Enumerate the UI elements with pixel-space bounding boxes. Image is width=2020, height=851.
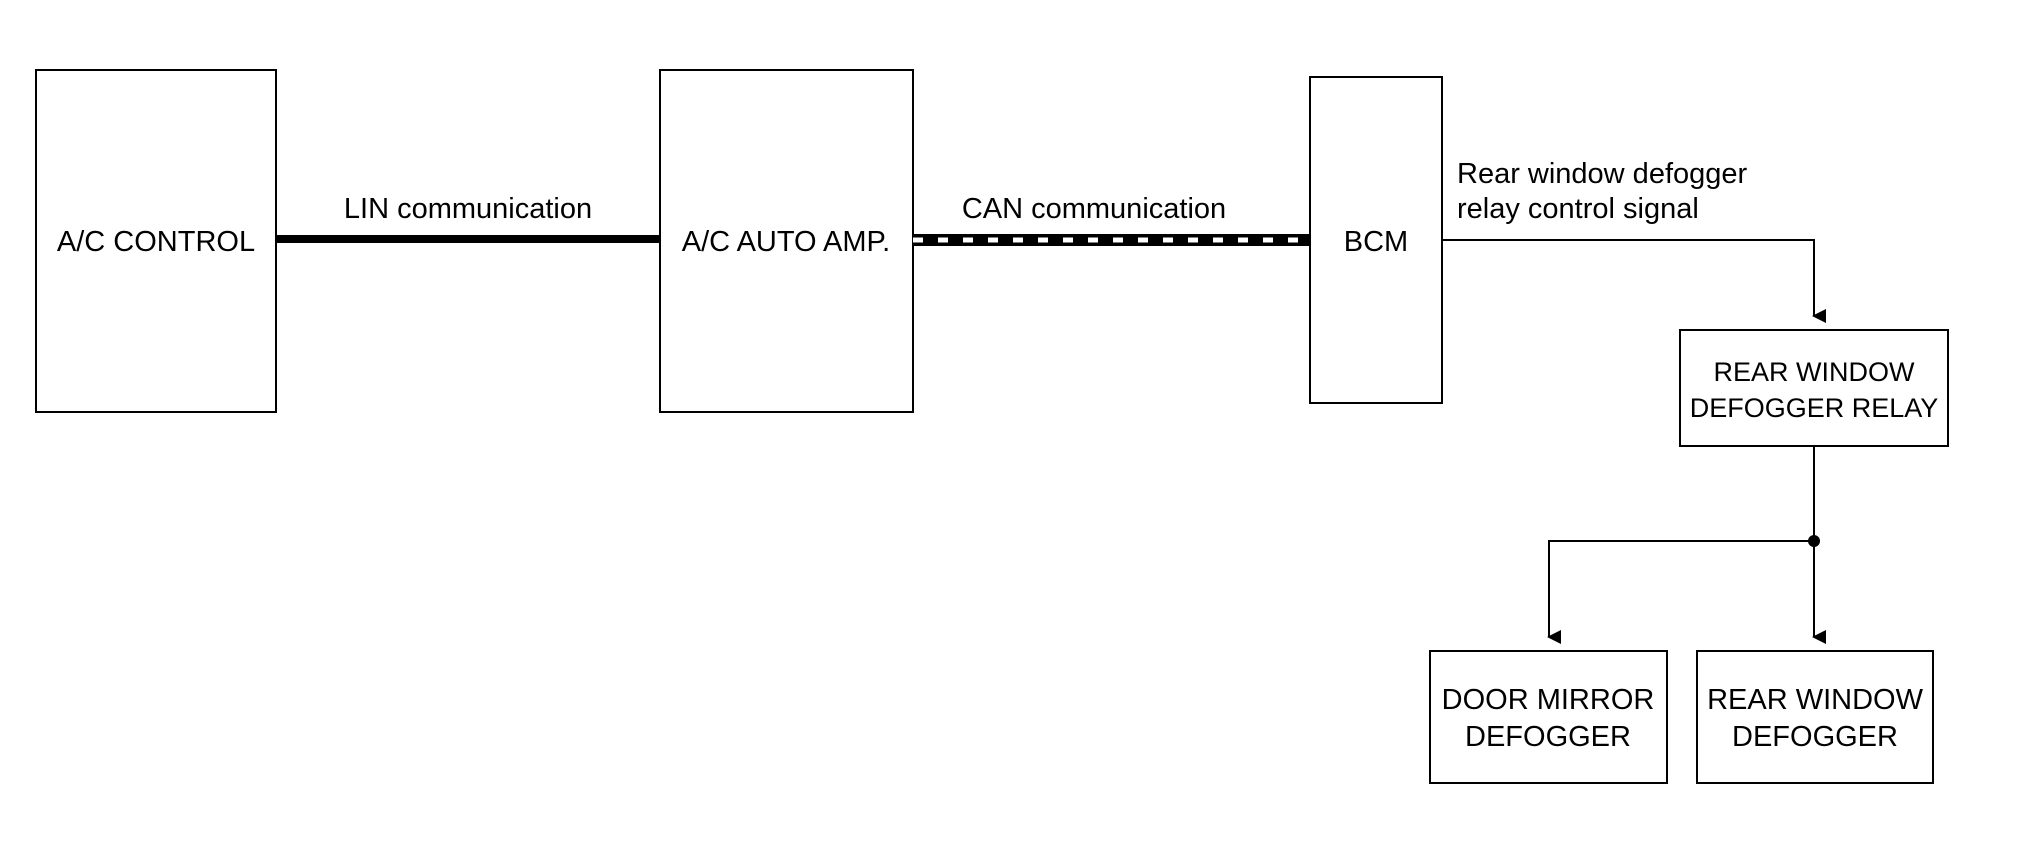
ac-auto-amp-label: A/C AUTO AMP. <box>682 226 890 258</box>
relay-signal-label-line2: relay control signal <box>1457 193 1699 225</box>
output-branch-wiring <box>1547 446 1826 644</box>
relay-label-line2: DEFOGGER RELAY <box>1690 393 1939 423</box>
can-communication-link: CAN communication <box>913 193 1310 246</box>
ac-control-label: A/C CONTROL <box>57 226 255 258</box>
relay-label-line1: REAR WINDOW <box>1714 357 1916 387</box>
ac-control-block: A/C CONTROL <box>35 69 277 413</box>
door-mirror-label-line1: DOOR MIRROR <box>1442 684 1655 716</box>
rear-window-defogger-relay-block: REAR WINDOW DEFOGGER RELAY <box>1679 329 1949 447</box>
lin-communication-label: LIN communication <box>344 193 592 225</box>
rear-window-defogger-label-line2: DEFOGGER <box>1732 721 1898 753</box>
lin-communication-link: LIN communication <box>276 193 660 243</box>
can-communication-label: CAN communication <box>962 193 1226 225</box>
junction-dot <box>1808 535 1820 547</box>
relay-signal-label-line1: Rear window defogger <box>1457 158 1748 190</box>
door-mirror-defogger-block: DOOR MIRROR DEFOGGER <box>1429 650 1668 784</box>
bcm-label: BCM <box>1344 226 1408 258</box>
relay-control-signal-link: Rear window defogger relay control signa… <box>1442 158 1826 323</box>
rear-window-defogger-block: REAR WINDOW DEFOGGER <box>1696 650 1934 784</box>
ac-auto-amp-block: A/C AUTO AMP. <box>659 69 914 413</box>
rear-window-defogger-label-line1: REAR WINDOW <box>1707 684 1924 716</box>
door-mirror-label-line2: DEFOGGER <box>1465 721 1631 753</box>
bcm-block: BCM <box>1309 76 1443 404</box>
